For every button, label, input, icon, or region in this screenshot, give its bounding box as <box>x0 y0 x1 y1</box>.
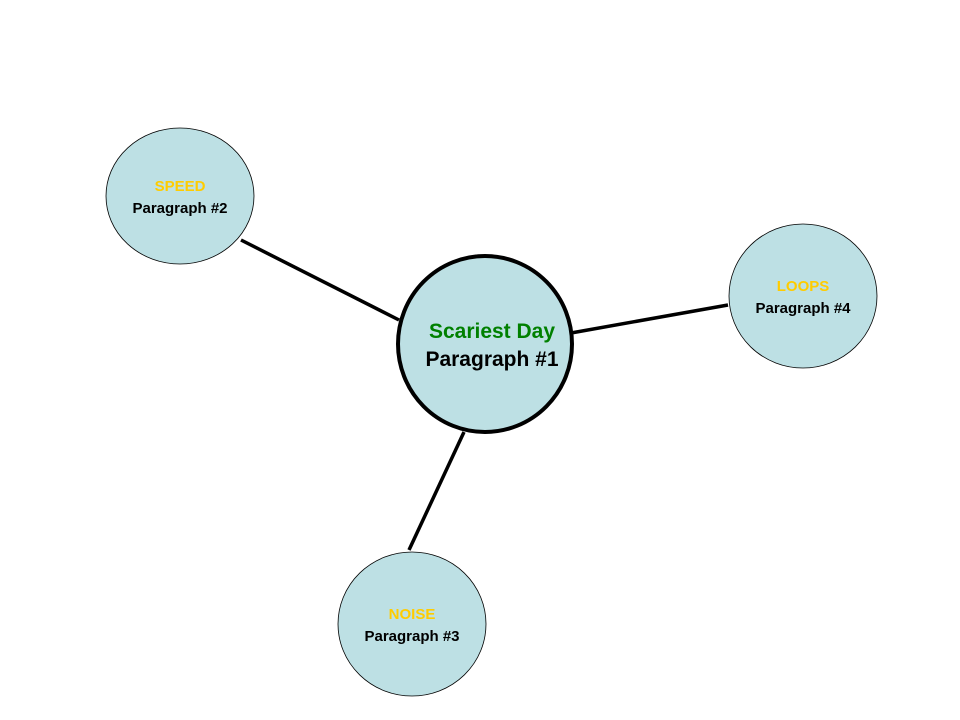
node-speed-subtitle: Paragraph #2 <box>132 200 227 217</box>
node-center: Scariest Day Paragraph #1 <box>396 254 574 434</box>
node-noise-title: NOISE <box>389 606 436 623</box>
node-noise: NOISE Paragraph #3 <box>337 551 487 697</box>
node-speed-circle <box>105 127 255 265</box>
center-subtitle: Paragraph #1 <box>425 348 558 371</box>
connector-loops <box>570 303 729 335</box>
connector-noise <box>407 431 466 551</box>
node-loops-subtitle: Paragraph #4 <box>755 300 851 317</box>
node-speed: SPEED Paragraph #2 <box>105 127 255 265</box>
center-title: Scariest Day <box>429 320 555 343</box>
node-noise-circle <box>337 551 487 697</box>
node-loops-circle <box>728 223 878 369</box>
node-center-circle <box>396 254 574 434</box>
connector-speed <box>240 238 400 322</box>
node-loops-title: LOOPS <box>777 278 830 295</box>
node-loops: LOOPS Paragraph #4 <box>728 223 878 369</box>
node-noise-subtitle: Paragraph #3 <box>364 628 459 645</box>
node-speed-title: SPEED <box>155 178 206 195</box>
